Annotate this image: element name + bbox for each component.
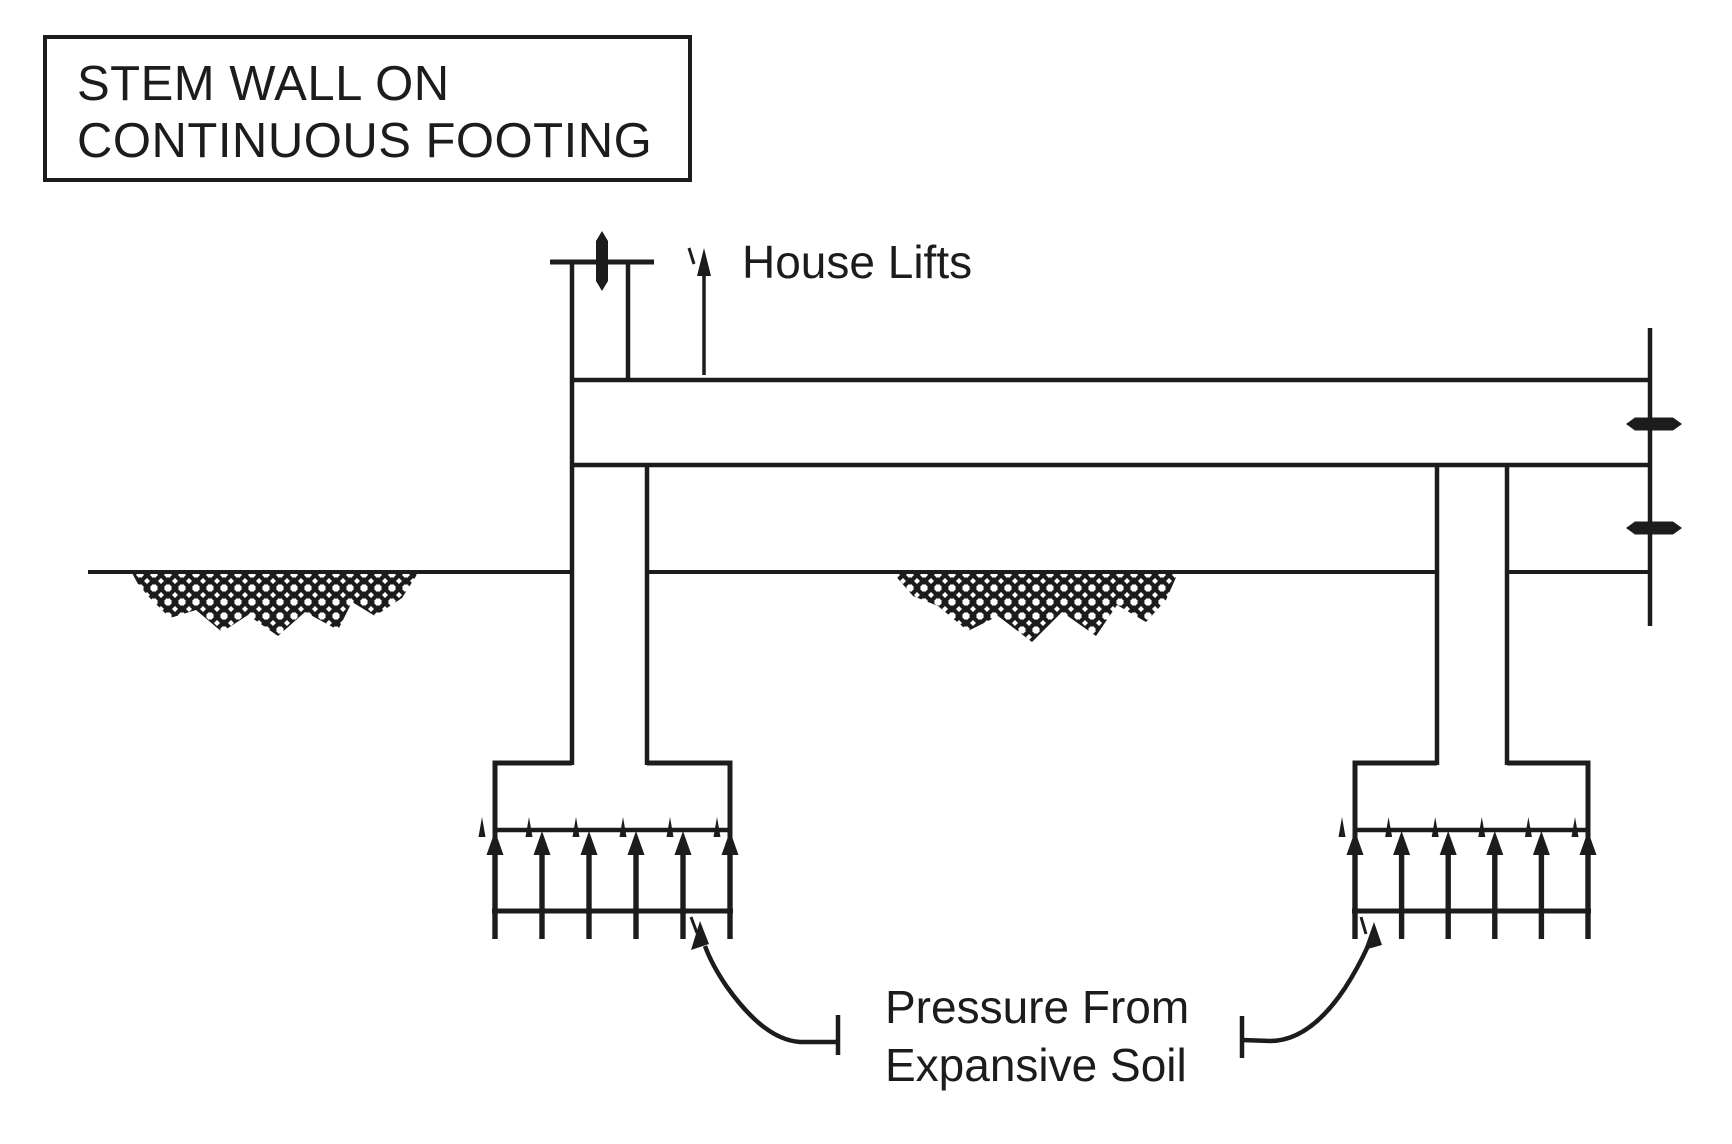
- soil-hatch-left: [132, 573, 418, 636]
- soil-hatch-middle: [893, 573, 1178, 642]
- pressure-label-line-1: Pressure From: [885, 981, 1189, 1033]
- pressure-arrow-icon: [666, 817, 692, 939]
- pressure-arrow-icon: [1571, 817, 1597, 939]
- pressure-arrow-icon: [1478, 817, 1504, 939]
- leader-right-curve: [1241, 945, 1371, 1044]
- leader-left-arrow-tip: [689, 916, 699, 934]
- title-line-1: STEM WALL ON: [77, 57, 450, 111]
- house-lifts-label: House Lifts: [742, 236, 972, 288]
- soil-hatch-texture: [132, 573, 418, 636]
- pressure-arrow-icon: [713, 817, 739, 939]
- pressure-arrow-icon: [1431, 817, 1457, 939]
- wall-bolt-icon: [1626, 417, 1682, 431]
- left-footing: [478, 760, 739, 939]
- anchor-bolt-icon: [596, 231, 608, 291]
- pressure-arrow-icon: [1385, 817, 1411, 939]
- house-lifts-annotation: House Lifts: [687, 236, 972, 375]
- pressure-arrow-icon: [572, 817, 598, 939]
- pressure-arrows-left: [478, 817, 739, 939]
- title-box-border: [43, 35, 692, 182]
- pressure-arrow-icon: [525, 817, 551, 939]
- house-lifts-arrow-head: [697, 248, 711, 276]
- left-wall-stub: [550, 231, 654, 765]
- floor-slab: [572, 377, 1650, 468]
- soil-hatch-texture: [893, 573, 1178, 642]
- house-lifts-arrow-tip: [687, 247, 696, 265]
- leader-right: [1239, 916, 1382, 1058]
- pressure-arrow-icon: [1338, 817, 1364, 939]
- pressure-arrows-right: [1338, 817, 1597, 939]
- right-edge-wall: [1626, 328, 1682, 626]
- wall-bolt-icon: [1626, 521, 1682, 535]
- pressure-label-line-2: Expansive Soil: [885, 1039, 1187, 1091]
- leader-left: [689, 916, 841, 1055]
- title-line-2: CONTINUOUS FOOTING: [77, 114, 652, 168]
- leader-right-arrow-tip: [1359, 916, 1368, 935]
- title-box: STEM WALL ON CONTINUOUS FOOTING: [43, 35, 692, 182]
- leader-left-arrowhead: [691, 921, 709, 950]
- pressure-arrow-icon: [1524, 817, 1550, 939]
- right-footing: [1338, 760, 1597, 939]
- pressure-arrow-icon: [478, 817, 504, 939]
- leader-right-arrowhead: [1364, 922, 1382, 950]
- right-stem-wall: [1434, 465, 1510, 765]
- pressure-arrow-icon: [619, 817, 645, 939]
- leader-left-curve: [702, 945, 838, 1045]
- pressure-label: Pressure From Expansive Soil: [885, 981, 1189, 1091]
